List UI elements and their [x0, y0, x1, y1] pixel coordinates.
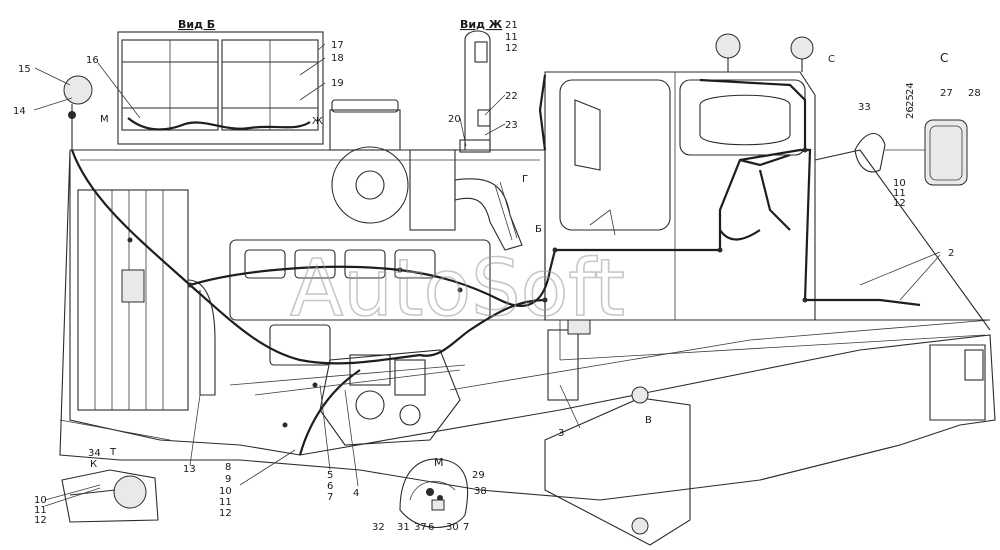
callout-11-zh: 11	[505, 32, 518, 43]
view-c-lamp	[854, 119, 968, 186]
callout-20: 20	[448, 114, 461, 125]
callout-12-c: 12	[893, 198, 906, 209]
rear-structure	[814, 149, 991, 421]
callout-8: 8	[225, 462, 231, 473]
callout-37: 37	[414, 522, 427, 533]
callout-30: 30	[446, 522, 459, 533]
callout-12: 12	[219, 508, 232, 519]
view-zh-inset	[459, 30, 491, 153]
callout-19: 19	[331, 78, 344, 89]
callout-13: 13	[183, 464, 196, 475]
callout-11-c: 11	[893, 188, 906, 199]
callout-38: 38	[474, 486, 487, 497]
letter-t: Т	[109, 447, 117, 458]
view-b-title: Вид Б	[178, 18, 215, 31]
letter-c: С	[828, 54, 835, 65]
callout-10-c: 10	[893, 178, 906, 189]
callout-28: 28	[968, 88, 981, 99]
callout-27: 27	[940, 88, 953, 99]
callout-5: 5	[327, 470, 333, 481]
view-m-title: М	[434, 456, 444, 469]
callout-16: 16	[86, 55, 99, 66]
letter-g: Г	[522, 174, 528, 185]
callout-3: 3	[558, 428, 564, 439]
callout-7: 7	[327, 492, 333, 503]
callout-15: 15	[18, 64, 31, 75]
callout-33: 33	[858, 102, 871, 113]
callout-24: 24	[905, 82, 916, 95]
callout-21: 21	[505, 20, 518, 31]
connectors	[127, 147, 808, 428]
callout-23: 23	[505, 120, 518, 131]
callout-14: 14	[13, 106, 26, 117]
roof-lamps	[715, 33, 814, 72]
front-headlight	[63, 75, 93, 150]
callout-6: 6	[327, 481, 333, 492]
callout-2: 2	[948, 248, 954, 259]
view-zh-title: Вид Ж	[460, 18, 503, 31]
callout-12-zh: 12	[505, 43, 518, 54]
callout-10: 10	[219, 486, 232, 497]
cab	[544, 71, 816, 321]
callout-31: 31	[397, 522, 410, 533]
callout-32: 32	[372, 522, 385, 533]
radiator	[77, 189, 216, 411]
callout-18: 18	[331, 53, 344, 64]
callout-7-m: 7	[463, 522, 469, 533]
view-c-title: С	[940, 51, 948, 65]
letter-zh: Ж	[312, 116, 323, 127]
callout-10-t: 10	[34, 495, 47, 506]
letter-v: В	[645, 415, 652, 426]
engine-block	[229, 99, 523, 366]
callout-25: 25	[905, 94, 916, 107]
callout-11: 11	[219, 497, 232, 508]
callout-17: 17	[331, 40, 344, 51]
letter-m: М	[100, 114, 109, 125]
view-b-inset	[117, 31, 324, 145]
view-m-inset	[399, 458, 469, 529]
callout-9: 9	[225, 474, 231, 485]
callout-26: 26	[905, 106, 916, 119]
callout-34: 34	[88, 448, 101, 459]
callout-11-t: 11	[34, 505, 47, 516]
watermark: AutoSoft	[290, 244, 625, 334]
callout-6-m: 6	[428, 522, 434, 533]
callout-12-t: 12	[34, 515, 47, 526]
wiring-harness	[70, 74, 921, 456]
letter-b: Б	[535, 224, 542, 235]
gearbox	[319, 349, 461, 446]
fuel-tank	[544, 319, 691, 546]
callout-29: 29	[472, 470, 485, 481]
callout-4: 4	[353, 488, 359, 499]
callout-22: 22	[505, 91, 518, 102]
letter-k: К	[90, 459, 97, 470]
inset-t	[61, 469, 159, 523]
leader-lines	[33, 43, 941, 507]
